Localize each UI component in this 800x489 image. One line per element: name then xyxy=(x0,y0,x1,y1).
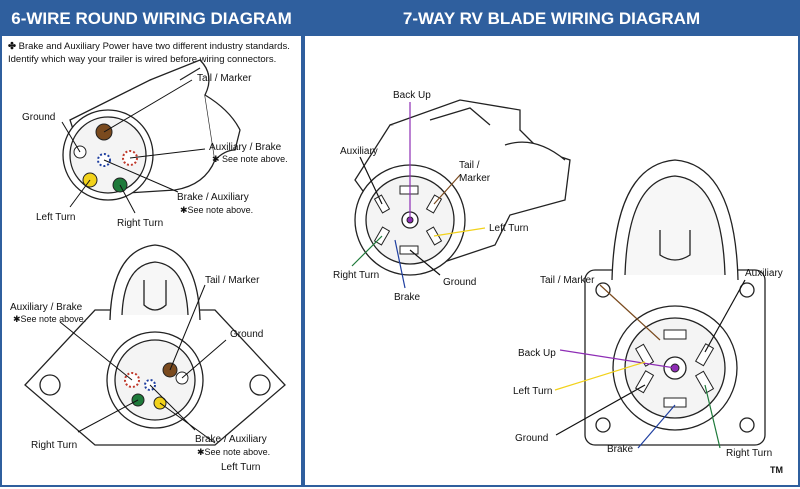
socket-right-turn-label: Right Turn xyxy=(31,440,77,451)
plug-left-turn-label: Left Turn xyxy=(489,223,528,234)
socket-ground-label: Ground xyxy=(230,329,263,340)
six-wire-round-plug xyxy=(62,59,241,201)
socket-terminal-top xyxy=(663,329,687,340)
plug-back-up-label: Back Up xyxy=(393,90,431,101)
plug-auxiliary-label: Auxiliary xyxy=(340,146,378,157)
plug-tail-marker-label-2: Marker xyxy=(459,173,491,184)
socket7-ground-label: Ground xyxy=(515,433,548,444)
round-aux-brake-label: Auxiliary / Brake xyxy=(209,142,282,153)
socket7-left-turn-label: Left Turn xyxy=(513,386,552,397)
note-line-1: Brake and Auxiliary Power have two diffe… xyxy=(18,41,290,52)
round-brake-aux-note: ✱See note above. xyxy=(180,205,253,215)
socket-terminal-bottom xyxy=(663,397,687,408)
socket-left-turn-label: Left Turn xyxy=(221,462,260,473)
socket-terminal-upper-right xyxy=(694,343,715,367)
socket-aux-brake-label: Auxiliary / Brake xyxy=(10,302,83,313)
round-brake-aux-label: Brake / Auxiliary xyxy=(177,192,249,203)
socket-brake-aux-note: ✱See note above. xyxy=(197,447,270,457)
round-aux-brake-note: ✱ See note above. xyxy=(212,154,288,164)
plug-tail-marker-label-1: Tail / xyxy=(459,160,480,171)
round-right-turn-label: Right Turn xyxy=(117,218,163,229)
seven-way-socket xyxy=(584,159,766,446)
socket7-tail-marker-label: Tail / Marker xyxy=(540,275,595,286)
socket7-right-turn-label: Right Turn xyxy=(726,448,772,459)
socket-tail-marker-label: Tail / Marker xyxy=(205,275,260,286)
note-line-2: Identify which way your trailer is wired… xyxy=(8,54,277,65)
terminal-top xyxy=(399,185,419,195)
round-plug-leaders xyxy=(61,79,206,214)
socket7-back-up-label: Back Up xyxy=(518,348,556,359)
plug-brake-label: Brake xyxy=(394,292,421,303)
plug-ground-label: Ground xyxy=(443,277,476,288)
seven-way-plug-leaders xyxy=(351,102,486,289)
socket7-brake-label: Brake xyxy=(607,444,634,455)
seven-way-plug xyxy=(354,99,571,276)
six-wire-socket xyxy=(24,244,286,446)
six-wire-title: 6-WIRE ROUND WIRING DIAGRAM xyxy=(2,2,301,36)
socket-leaders xyxy=(59,284,227,444)
round-ground-label: Ground xyxy=(22,112,55,123)
socket7-auxiliary-label: Auxiliary xyxy=(745,268,783,279)
trademark-mark: TM xyxy=(770,465,783,475)
terminal-bottom xyxy=(399,245,419,255)
socket-brake-aux-label: Brake / Auxiliary xyxy=(195,434,267,445)
round-tail-marker-label: Tail / Marker xyxy=(197,73,252,84)
seven-way-socket-leaders xyxy=(554,279,746,449)
seven-way-title: 7-WAY RV BLADE WIRING DIAGRAM xyxy=(305,2,798,36)
round-left-turn-label: Left Turn xyxy=(36,212,75,223)
note-bullet-icon: ✤ xyxy=(8,41,16,52)
socket-aux-brake-note: ✱See note above. xyxy=(13,314,86,324)
standards-note: ✤ Brake and Auxiliary Power have two dif… xyxy=(8,40,298,66)
socket-terminal-lower-right xyxy=(694,370,715,394)
plug-right-turn-label: Right Turn xyxy=(333,270,379,281)
